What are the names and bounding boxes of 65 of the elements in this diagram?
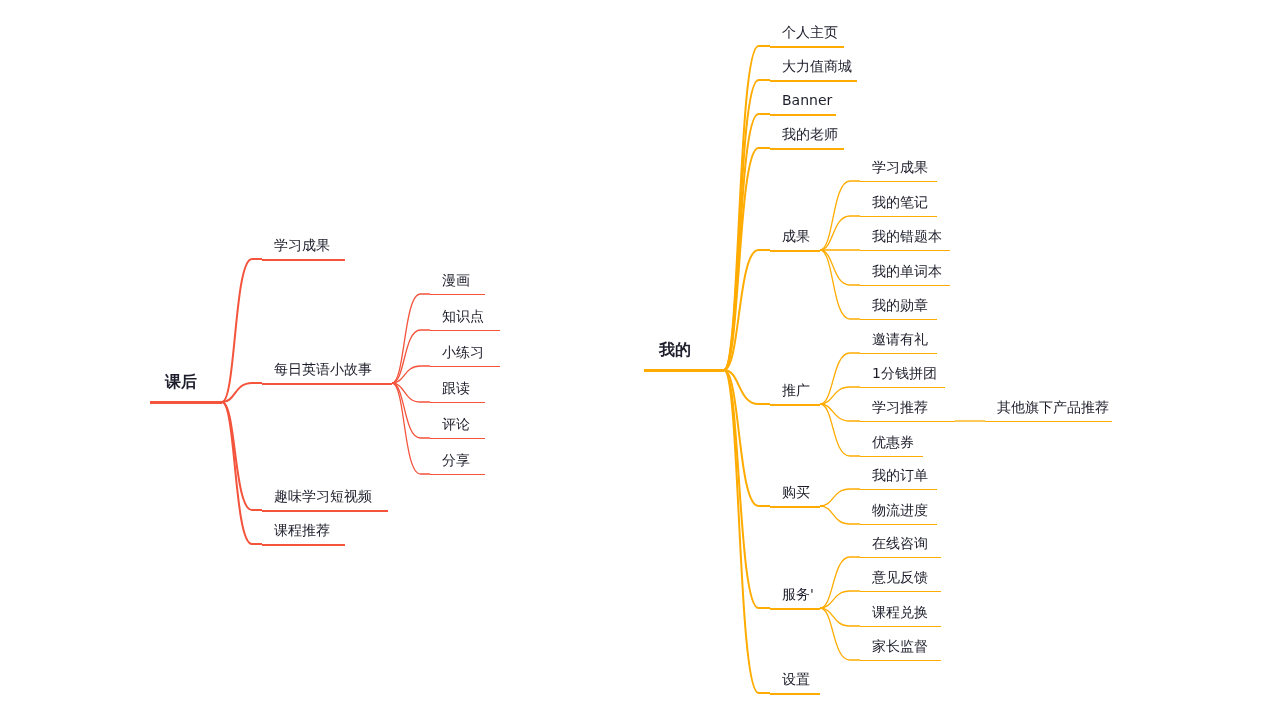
branch-underline	[262, 359, 392, 385]
branch-underline	[262, 235, 345, 261]
topic-label: 小练习	[442, 343, 484, 361]
topic-label: 课程推荐	[274, 521, 330, 539]
branch-connector	[391, 382, 431, 475]
branch-connector	[391, 382, 431, 439]
branch-underline	[770, 56, 857, 82]
branch-connector	[819, 180, 861, 251]
topic-label: 设置	[782, 670, 810, 688]
topic-label: 在线咨询	[872, 534, 928, 552]
topic-label: 学习推荐	[872, 398, 928, 416]
topic-label: 邀请有礼	[872, 330, 928, 348]
branch-connector	[819, 249, 861, 251]
topic-label: 学习成果	[872, 158, 928, 176]
branch-underline	[262, 486, 388, 512]
topic-label: 学习成果	[274, 236, 330, 254]
topic-label: 家长监督	[872, 637, 928, 655]
branch-underline	[770, 380, 820, 406]
topic-label: 我的勋章	[872, 296, 928, 314]
branch-connector	[819, 386, 861, 405]
topic-label: 其他旗下产品推荐	[997, 398, 1109, 416]
topic-label: 我的老师	[782, 125, 838, 143]
branch-underline	[770, 669, 820, 695]
branch-underline	[770, 22, 844, 48]
branch-connector	[819, 488, 861, 507]
branch-underline	[770, 124, 844, 150]
topic-label: 优惠券	[872, 433, 914, 451]
topic-label: Banner	[782, 91, 833, 109]
branch-connector	[819, 505, 861, 525]
central-topic: 我的	[659, 341, 691, 359]
topic-label: 分享	[442, 451, 470, 469]
topic-label: 我的笔记	[872, 193, 928, 211]
topic-label: 漫画	[442, 271, 470, 289]
topic-label: 服务'	[782, 585, 814, 603]
topic-label: 我的订单	[872, 466, 928, 484]
topic-label: 评论	[442, 415, 470, 433]
branch-connector	[723, 369, 771, 507]
topic-label: 成果	[782, 227, 810, 245]
central-topic: 课后	[165, 373, 197, 391]
topic-label: 意见反馈	[872, 568, 928, 586]
topic-label: 我的单词本	[872, 262, 942, 280]
topic-label: 个人主页	[782, 23, 838, 41]
topic-label: 推广	[782, 381, 810, 399]
branch-connector	[954, 420, 986, 422]
branch-connector	[221, 382, 263, 403]
topic-label: 1分钱拼团	[872, 364, 937, 382]
branch-connector	[819, 249, 861, 320]
branch-underline	[770, 226, 820, 252]
branch-connector	[819, 607, 861, 661]
branch-connector	[819, 403, 861, 457]
branch-connector	[391, 329, 431, 384]
topic-label: 购买	[782, 483, 810, 501]
branch-connector	[391, 365, 431, 384]
topic-label: 跟读	[442, 379, 470, 397]
topic-label: 课程兑换	[872, 603, 928, 621]
topic-label: 知识点	[442, 307, 484, 325]
branch-connector	[819, 590, 861, 609]
topic-label: 物流进度	[872, 501, 928, 519]
branch-connector	[723, 369, 771, 405]
topic-label: 我的错题本	[872, 227, 942, 245]
topic-label: 趣味学习短视频	[274, 487, 372, 505]
topic-label: 大力值商城	[782, 57, 852, 75]
topic-label: 每日英语小故事	[274, 360, 372, 378]
branch-connector	[723, 249, 771, 371]
branch-underline	[262, 520, 345, 546]
